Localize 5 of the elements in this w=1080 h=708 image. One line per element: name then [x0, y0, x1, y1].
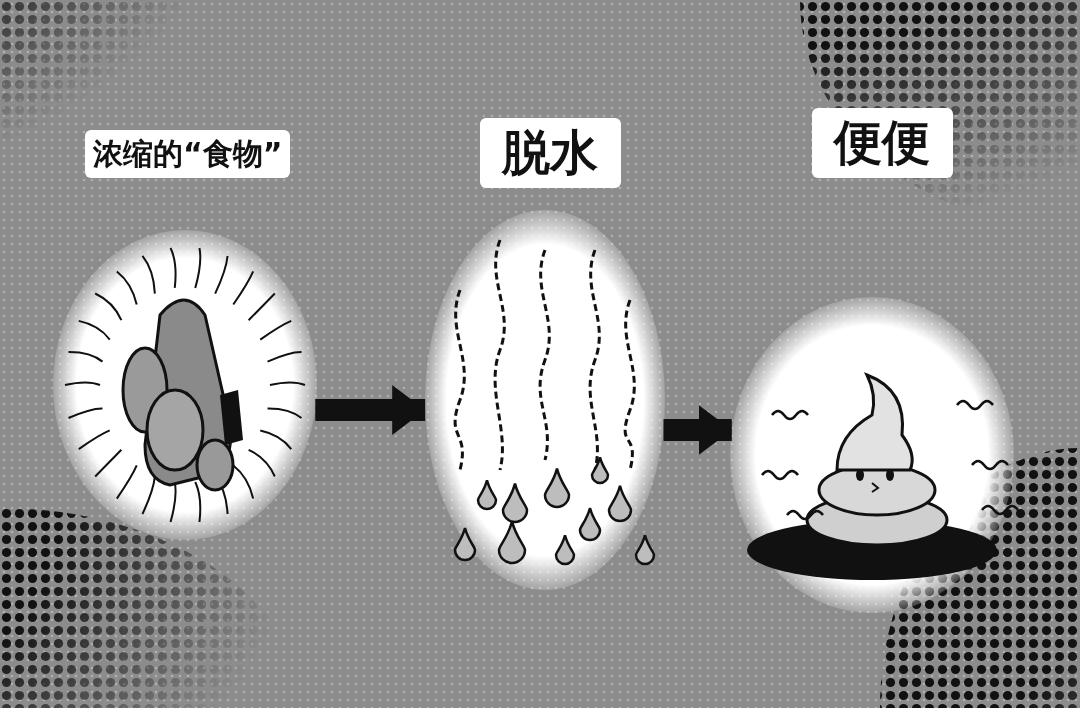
title-label: 浓缩的“食物” — [85, 130, 291, 178]
block-arrow — [663, 405, 732, 455]
title-label: 便便 — [812, 108, 953, 178]
title-label: 脱水 — [480, 118, 621, 188]
block-arrow — [315, 385, 426, 435]
